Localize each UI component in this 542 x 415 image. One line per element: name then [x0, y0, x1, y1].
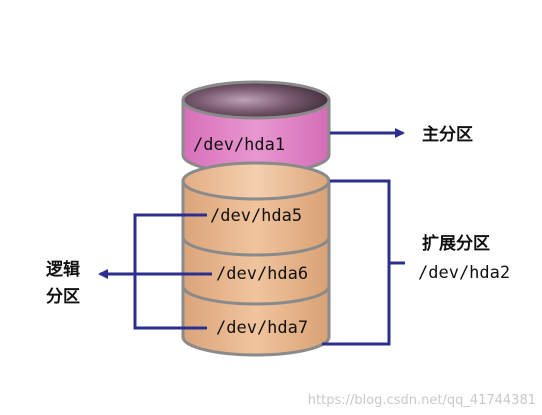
extended-partition-bracket [322, 179, 391, 346]
logical-partition-label-line1: 逻辑 [46, 259, 80, 280]
logical-partition-label-hda6: /dev/hda6 [216, 264, 308, 284]
primary-partition-cylinder: /dev/hda1 [181, 80, 331, 175]
extended-partition-cylinder: /dev/hda5 /dev/hda6 /dev/hda7 [181, 161, 331, 357]
logical-divider-2 [181, 285, 331, 306]
extended-partition-top [181, 161, 331, 201]
logical-partition-label-hda7: /dev/hda7 [216, 318, 308, 338]
primary-partition-top [181, 80, 331, 120]
extended-partition-label: 扩展分区 [422, 233, 490, 254]
extended-partition-device-label: /dev/hda2 [418, 263, 510, 283]
primary-partition-device-label: /dev/hda1 [193, 135, 285, 155]
logical-partition-label-hda5: /dev/hda5 [210, 206, 302, 226]
watermark: https://blog.csdn.net/qq_41744381 [308, 393, 536, 408]
logical-partition-label-line2: 分区 [46, 287, 80, 307]
logical-partition-bracket [133, 213, 207, 330]
logical-divider-1 [181, 236, 331, 257]
primary-partition-label: 主分区 [422, 124, 473, 145]
